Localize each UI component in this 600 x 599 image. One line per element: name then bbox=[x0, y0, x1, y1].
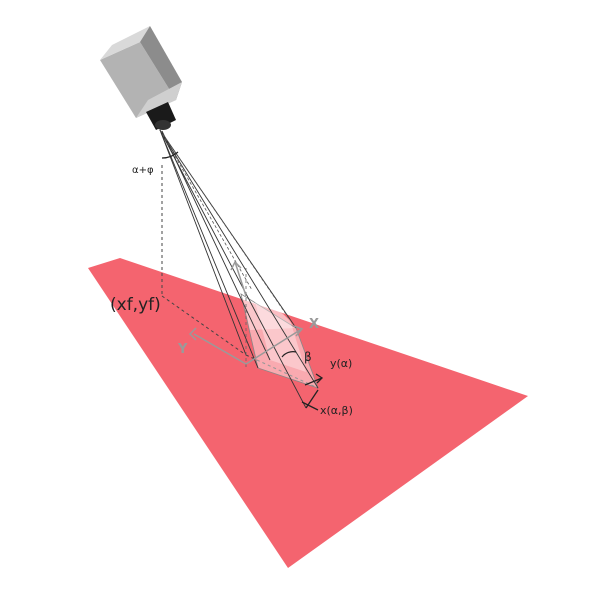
label-y-alpha: y(α) bbox=[330, 357, 352, 370]
camera bbox=[100, 26, 182, 130]
ground-dashed-line-2 bbox=[245, 354, 319, 389]
x-alpha-beta-arrow bbox=[301, 389, 319, 411]
label-axis-y: Y bbox=[177, 342, 188, 357]
tilt-angle-arc bbox=[161, 151, 179, 159]
camera-body-front bbox=[140, 26, 182, 100]
camera-body-top bbox=[100, 26, 150, 60]
axis-gray-arrows bbox=[188, 260, 304, 365]
camera-lens-front bbox=[155, 120, 171, 130]
beta-arc bbox=[281, 351, 297, 358]
label-axis-x: X bbox=[309, 317, 319, 332]
label-x-alpha-beta: x(α,β) bbox=[320, 404, 353, 417]
label-beta: β bbox=[304, 350, 312, 364]
label-tilt-angle: α+φ bbox=[132, 165, 154, 176]
ray-lines-dashed bbox=[159, 129, 291, 321]
y-alpha-arrow bbox=[304, 373, 324, 386]
camera-body-face bbox=[136, 82, 182, 118]
ground-dashed-line-1 bbox=[161, 295, 247, 356]
label-focal-point: (xf,yf) bbox=[110, 295, 161, 315]
